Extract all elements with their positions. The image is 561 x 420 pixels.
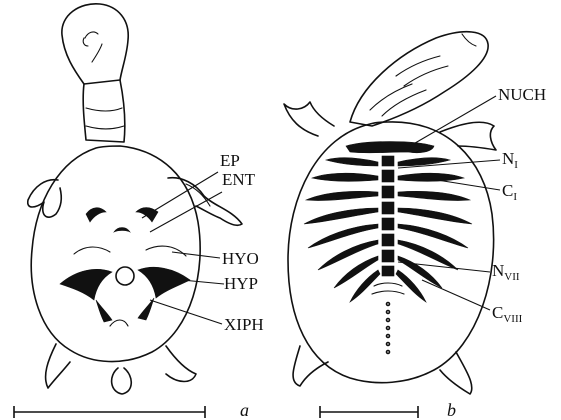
label-n7-base: N: [492, 261, 504, 280]
costals-left: [304, 158, 380, 302]
label-c8-sub: VIII: [503, 313, 522, 325]
label-ep: EP: [220, 151, 240, 170]
label-c1-base: C: [502, 181, 513, 200]
panel-label-a: a: [240, 400, 249, 420]
label-hyp: HYP: [224, 274, 258, 293]
label-ent: ENT: [222, 170, 256, 189]
label-c1: CI: [502, 181, 517, 203]
scale-bar-a: [14, 406, 205, 418]
label-hyo: HYO: [222, 249, 259, 268]
tail-dots: [387, 303, 390, 354]
panel-label-b: b: [447, 400, 456, 420]
scale-bar-b: [320, 406, 418, 418]
panel-a-leaders: [142, 172, 224, 324]
label-xiph: XIPH: [224, 315, 264, 334]
label-n1-base: N: [502, 149, 514, 168]
turtle-b-drawing: [284, 32, 496, 394]
label-n7: NVII: [492, 261, 520, 283]
label-n7-sub: VII: [504, 271, 520, 283]
label-c8-base: C: [492, 303, 503, 322]
label-c1-sub: I: [513, 191, 517, 203]
neural-column: [382, 156, 394, 276]
label-n1-sub: I: [514, 159, 518, 171]
label-n1: NI: [502, 149, 518, 171]
label-nuch: NUCH: [498, 85, 546, 104]
label-c8: CVIII: [492, 303, 523, 325]
